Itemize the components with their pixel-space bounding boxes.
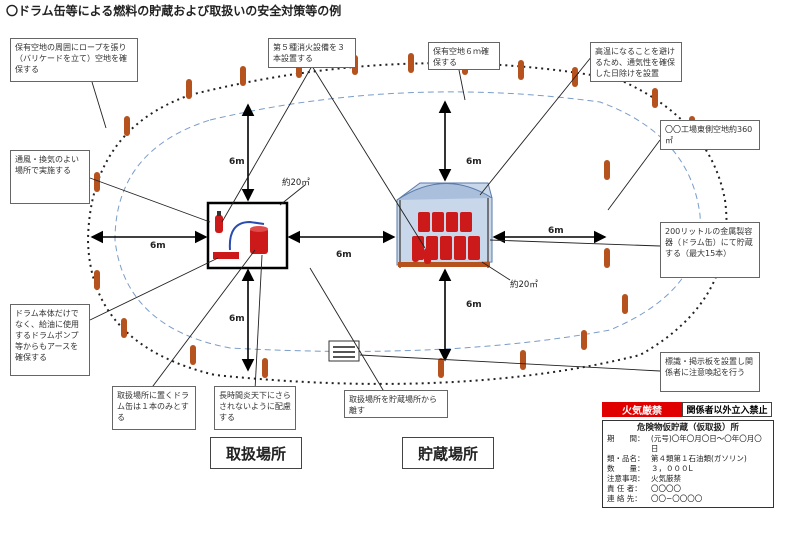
distance-label: 6m bbox=[548, 226, 564, 236]
extinguisher-icon bbox=[412, 246, 431, 264]
handling-place-label: 取扱場所 bbox=[210, 437, 302, 469]
storage-tent bbox=[396, 182, 493, 268]
note-drum-storage: 200リットルの金属製容器（ドラム缶）にて貯蔵する（最大15本） bbox=[660, 222, 760, 278]
extinguisher-icon bbox=[215, 211, 223, 233]
note-separation: 取扱場所を貯蔵場所から離す bbox=[344, 390, 448, 418]
board-heading: 危険物仮貯蔵（仮取扱）所 bbox=[636, 423, 739, 433]
note-signboard: 標識・掲示板を設置し関係者に注意喚起を行う bbox=[660, 352, 760, 392]
note-single-drum: 取扱場所に置くドラム缶は１本のみとする bbox=[112, 386, 196, 430]
drum-icon bbox=[250, 226, 268, 254]
board-row: 数 量：３，０００L bbox=[607, 464, 693, 473]
board-row: 連 絡 先：〇〇−〇〇〇〇 bbox=[607, 494, 703, 503]
note-extinguisher: 第５種消火設備を３本設置する bbox=[268, 38, 356, 68]
note-ventilation: 通風・換気のよい場所で実施する bbox=[10, 150, 90, 204]
page-title: 〇ドラム缶等による燃料の貯蔵および取扱いの安全対策等の例 bbox=[6, 4, 342, 18]
board-row: 期 間：(元号)〇年〇月〇日〜〇年〇月〇日 bbox=[607, 434, 762, 453]
distance-label: 6m bbox=[150, 241, 166, 251]
note-sun-exposure: 長時間炎天下にさらされないように配慮する bbox=[214, 386, 296, 430]
clearance-line bbox=[114, 91, 701, 352]
board-row: 類・品名：第４類第１石油類(ガソリン) bbox=[607, 454, 747, 463]
area-label: 約20㎡ bbox=[510, 280, 538, 290]
area-label: 約20㎡ bbox=[282, 178, 310, 188]
board-row: 注意事項：火気厳禁 bbox=[607, 474, 681, 483]
note-grounding: ドラム本体だけでなく、給油に使用するドラムポンプ等からもアースを確保する bbox=[10, 304, 90, 376]
distance-label: 6m bbox=[336, 250, 352, 260]
note-clearance: 保有空地６ｍ確保する bbox=[428, 42, 500, 70]
note-site-area: 〇〇工場東側空地約360㎡ bbox=[660, 120, 760, 150]
note-rope: 保有空地の周囲にロープを張り（バリケードを立て）空地を確保する bbox=[10, 38, 138, 82]
leader-lines bbox=[89, 55, 661, 396]
fire-prohibited-sign: 火気厳禁 bbox=[602, 402, 682, 417]
barricade-posts bbox=[94, 53, 695, 378]
storage-place-label: 貯蔵場所 bbox=[402, 437, 494, 469]
board-row: 責 任 者：〇〇〇〇 bbox=[607, 484, 681, 493]
distance-label: 6m bbox=[466, 300, 482, 310]
distance-label: 6m bbox=[229, 314, 245, 324]
distance-label: 6m bbox=[466, 157, 482, 167]
distance-label: 6m bbox=[229, 157, 245, 167]
no-entry-sign: 関係者以外立入禁止 bbox=[682, 402, 772, 417]
note-sunshade: 高温になることを避けるため、通気性を確保した日除けを設置 bbox=[590, 42, 682, 82]
dimension-arrows bbox=[90, 100, 607, 372]
info-board: 危険物仮貯蔵（仮取扱）所 期 間：(元号)〇年〇月〇日〜〇年〇月〇日 類・品名：… bbox=[602, 420, 774, 508]
